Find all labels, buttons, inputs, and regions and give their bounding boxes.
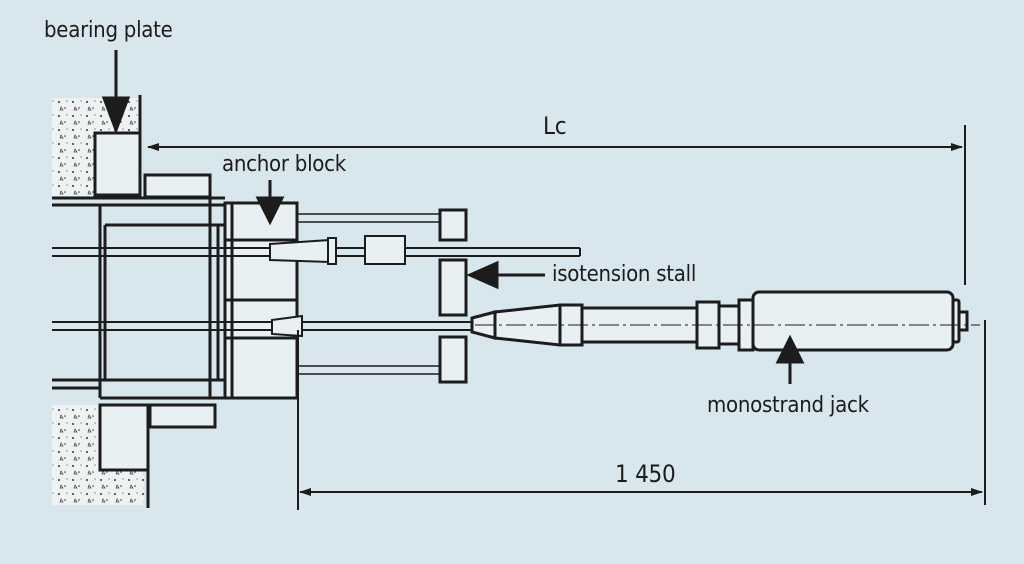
label-dimension-1450: 1 450 [615,460,676,488]
anchor-block [223,201,299,400]
trumpet-plates [52,173,225,429]
dimension-1450 [297,320,986,510]
leader-arrows [101,50,805,384]
label-dimension-lc: Lc [543,112,567,140]
label-anchor-block: anchor block [222,152,346,177]
label-bearing-plate: bearing plate [44,18,173,43]
bearing-plate [93,131,150,472]
label-monostrand-jack: monostrand jack [707,393,869,418]
isotension-stall [297,208,468,384]
monostrand-jack [470,290,969,352]
anchor-wedges [269,235,406,338]
dimension-lc [147,125,966,285]
label-isotension-stall: isotension stall [552,262,697,287]
